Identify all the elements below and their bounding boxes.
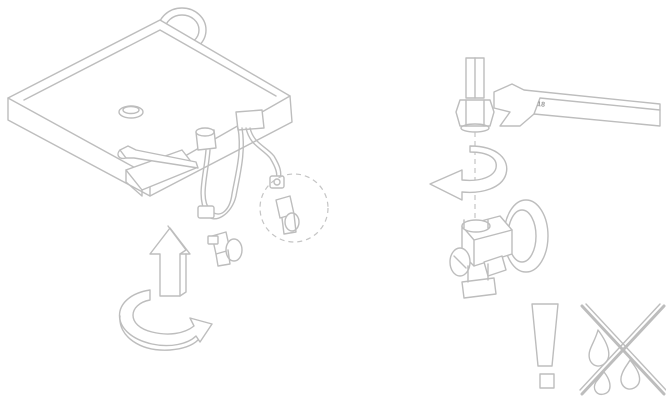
sink-underside-illustration (7, 7, 329, 351)
wrench-size-label: 18 (537, 101, 546, 109)
valve-connection-illustration: 18 (429, 57, 666, 396)
exclamation-icon (531, 303, 559, 389)
no-sealant-drops-icon (579, 303, 666, 396)
